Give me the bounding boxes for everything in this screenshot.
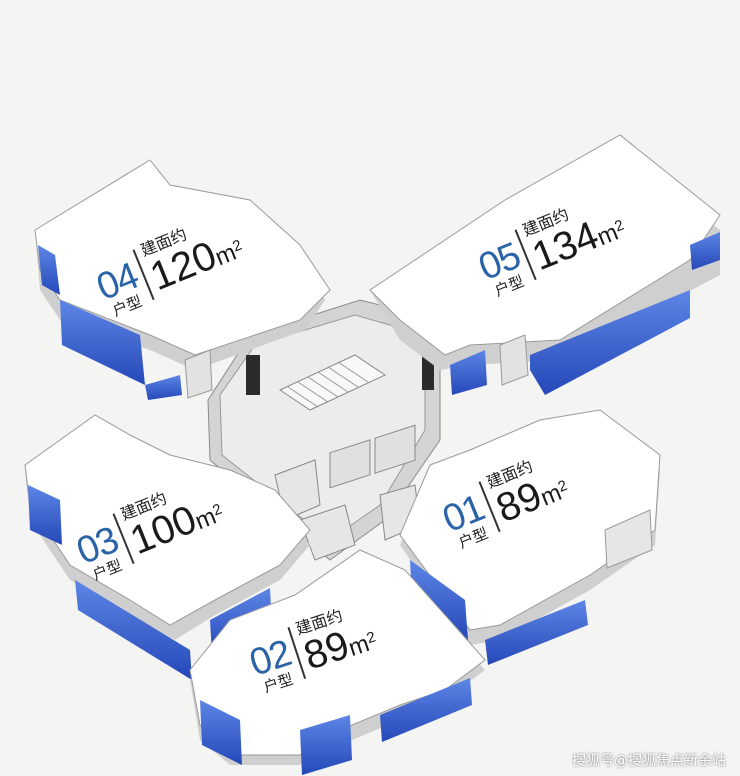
watermark: 搜狐号@搜狐焦点新余站	[572, 753, 726, 769]
unit-04-block	[34, 159, 331, 400]
unit-05-block	[369, 134, 721, 395]
unit-01-block	[399, 409, 661, 665]
unit-02-block	[189, 549, 486, 775]
staircase	[278, 354, 387, 411]
unit-03-block	[24, 414, 311, 680]
